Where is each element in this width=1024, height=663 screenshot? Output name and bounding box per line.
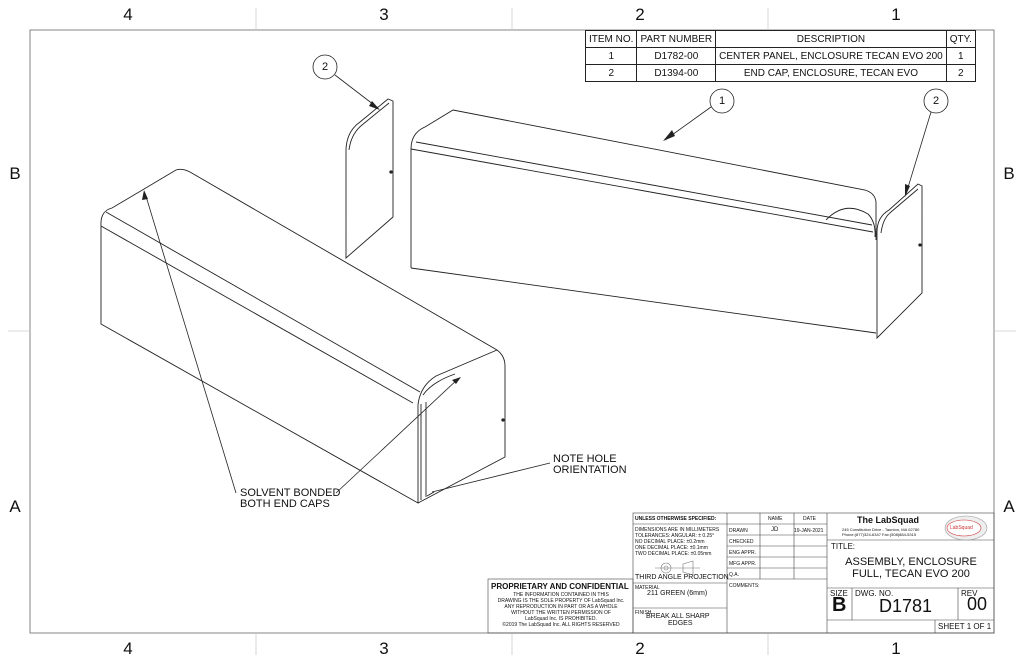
zone-col-1-top: 1 [891, 5, 901, 24]
drawing-title: ASSEMBLY, ENCLOSURE FULL, TECAN EVO 200 [828, 556, 994, 580]
material-value: 211 GREEN (6mm) [647, 590, 708, 597]
company-address: 245 Constitution Drive - Taunton, MA 027… [842, 527, 920, 532]
proprietary-line: ANY REPRODUCTION IN PART OR AS A WHOLE [504, 604, 618, 610]
dwg-no-label: DWG. NO. [855, 589, 894, 598]
finish-value-line2: EDGES [668, 620, 693, 627]
zone-row-a-left: A [9, 497, 21, 516]
drawn-date: 19-JAN-2021 [794, 528, 824, 534]
table-row: 1 D1782-00 CENTER PANEL, ENCLOSURE TECAN… [584, 47, 976, 65]
bom-header-item: ITEM NO. [584, 30, 638, 48]
bom-cell: D1782-00 [636, 47, 717, 65]
qa-label: Q.A. [729, 572, 740, 578]
bom-header-part: PART NUMBER [636, 30, 717, 48]
balloon-1 [709, 88, 735, 114]
finish-value-line1: BREAK ALL SHARP [646, 613, 710, 620]
labsquad-logo [944, 515, 988, 541]
drawing-title-line2: FULL, TECAN EVO 200 [852, 568, 970, 580]
end-cap-loose-left [345, 98, 394, 259]
company-phone: Phone:(877)324-6347 Fax:(508)884-5315 [842, 532, 917, 537]
dwg-no-value: D1781 [879, 596, 933, 616]
center-panel [410, 109, 877, 334]
balloon-label-2-right: 2 [933, 95, 940, 107]
drawing-title-line1: ASSEMBLY, ENCLOSURE [845, 556, 977, 568]
note-solvent-line1: SOLVENT BONDED [240, 487, 341, 499]
unless-specified: UNLESS OTHERWISE SPECIFIED: [635, 516, 717, 522]
tolerance-line: NO DECIMAL PLACE: ±0.2mm [635, 539, 705, 545]
balloon-2-left [312, 54, 338, 80]
title-label: TITLE: [831, 542, 856, 551]
bom-cell: 1 [584, 47, 638, 65]
zone-row-b-right: B [1003, 164, 1015, 183]
bom-cell: 2 [945, 64, 976, 82]
bom-cell: 2 [584, 64, 638, 82]
zone-col-3-top: 3 [379, 5, 389, 24]
bom-header-row: ITEM NO. PART NUMBER DESCRIPTION QTY. [584, 30, 976, 48]
finish-label: FINISH [635, 610, 652, 616]
drawn-name: JD [771, 527, 779, 533]
zone-row-a-right: A [1003, 497, 1015, 516]
rev-label: REV [961, 589, 978, 598]
assembled-enclosure [100, 168, 506, 504]
tolerance-line: TOLERANCES: ANGULAR: ± 0.25° [635, 533, 715, 539]
proprietary-line: ©2019 The LabSquad Inc. ALL RIGHTS RESER… [502, 622, 620, 628]
note-hole-line2: ORIENTATION [553, 464, 627, 476]
balloon-2-right [923, 88, 949, 114]
zone-row-b-left: B [9, 164, 21, 183]
eng-appr-label: ENG APPR. [729, 550, 756, 556]
projection-symbol [655, 560, 700, 576]
zone-col-1-bottom: 1 [891, 639, 901, 658]
zone-col-3-bottom: 3 [379, 639, 389, 658]
comments-label: COMMENTS: [729, 583, 760, 589]
tolerance-line: DIMENSIONS ARE IN MILLIMETERS [635, 527, 720, 533]
logo-text: LabSquad [950, 525, 973, 531]
checked-label: CHECKED [729, 539, 754, 545]
rev-value: 00 [967, 594, 988, 614]
bom-cell: END CAP, ENCLOSURE, TECAN EVO [715, 64, 947, 82]
balloon-label-2-left: 2 [322, 61, 329, 73]
proprietary-title: PROPRIETARY AND CONFIDENTIAL [491, 582, 629, 591]
mfg-appr-label: MFG APPR. [729, 561, 757, 567]
date-column-header: DATE [803, 516, 816, 522]
material-label: MATERIAL [635, 585, 660, 591]
bom-header-desc: DESCRIPTION [715, 30, 947, 48]
zone-col-4-top: 4 [123, 5, 133, 24]
bom-header-qty: QTY. [945, 30, 976, 48]
size-label: SIZE [830, 589, 848, 598]
table-row: 2 D1394-00 END CAP, ENCLOSURE, TECAN EVO… [584, 64, 976, 82]
proprietary-line: THE INFORMATION CONTAINED IN THIS [513, 592, 609, 598]
drawn-label: DRAWN [729, 528, 748, 534]
note-hole-line1: NOTE HOLE [553, 453, 617, 465]
name-column-header: NAME [768, 516, 783, 522]
end-cap-loose-right [876, 183, 923, 340]
proprietary-line: DRAWING IS THE SOLE PROPERTY OF LabSquad… [497, 598, 625, 604]
balloon-label-1: 1 [719, 95, 726, 107]
proprietary-line: LabSquad Inc. IS PROHIBITED. [525, 616, 597, 622]
zone-col-2-top: 2 [635, 5, 645, 24]
company-name: The LabSquad [857, 515, 920, 525]
bom-cell: D1394-00 [636, 64, 717, 82]
proprietary-line: WITHOUT THE WRITTEN PERMISSION OF [511, 610, 611, 616]
zone-col-4-bottom: 4 [123, 639, 133, 658]
proprietary-text: THE INFORMATION CONTAINED IN THIS DRAWIN… [490, 592, 632, 628]
zone-col-2-bottom: 2 [635, 639, 645, 658]
tolerance-line: ONE DECIMAL PLACE: ±0.1mm [635, 545, 708, 551]
note-solvent-line2: BOTH END CAPS [240, 498, 330, 510]
bom-cell: CENTER PANEL, ENCLOSURE TECAN EVO 200 [715, 47, 947, 65]
tolerance-line: TWO DECIMAL PLACE: ±0.05mm [635, 551, 712, 557]
size-value: B [832, 594, 847, 616]
sheet-number: SHEET 1 OF 1 [938, 622, 992, 631]
bom-cell: 1 [945, 47, 976, 65]
projection-label: THIRD ANGLE PROJECTION [635, 574, 729, 581]
bom-table: ITEM NO. PART NUMBER DESCRIPTION QTY. 1 … [584, 30, 976, 82]
